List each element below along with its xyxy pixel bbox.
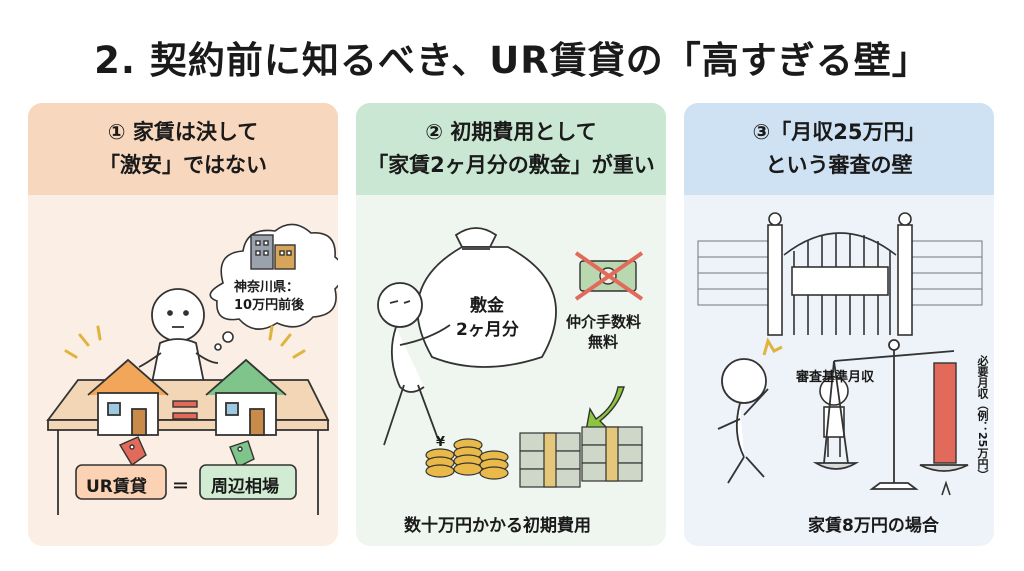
cash-stacks-icon xyxy=(519,426,643,488)
surprise-mark-icon xyxy=(762,337,783,356)
brick-wall xyxy=(697,240,983,306)
panel-1-header-line2: 「激安」ではない xyxy=(99,153,267,177)
gate-sign-text: 審査基準月収 xyxy=(796,370,875,385)
panel-3-caption: 家賃8万円の場合 xyxy=(808,516,939,536)
tag-market-label: 周辺相場 xyxy=(211,477,279,497)
person-figure xyxy=(138,288,219,384)
person-carrying xyxy=(377,282,451,446)
required-income-label: 必要月収（例：25万円） xyxy=(976,355,989,481)
panel-1-header-line1: ① 家賃は決して xyxy=(107,120,259,144)
person-jumping xyxy=(717,358,769,484)
money-bag-icon xyxy=(416,227,557,368)
banknote-crossed-icon xyxy=(574,251,644,301)
panel-2-header-line2: 「家賃2ヶ月分の敷金」が重い xyxy=(367,153,655,177)
panel-3-header-line2: という審査の壁 xyxy=(765,153,913,177)
panel-1-header: ① 家賃は決して 「激安」ではない xyxy=(28,103,338,195)
panel-income-screening: ③「月収25万円」 という審査の壁 xyxy=(684,103,994,546)
balance-scale-icon xyxy=(812,339,969,490)
coin-symbol: ¥ xyxy=(436,435,446,450)
house-icon-right xyxy=(205,358,287,436)
panel-3-illustration: 審査基準月収 必要月収（例：25万円） 家賃8万円の場合 xyxy=(684,195,994,546)
table-houses-scene xyxy=(46,223,338,515)
panel-initial-cost: ② 初期費用として 「家賃2ヶ月分の敷金」が重い xyxy=(356,103,666,546)
tag-ur-box xyxy=(75,464,167,500)
price-tag-green xyxy=(229,440,255,468)
tag-ur-label: UR賃貸 xyxy=(86,477,147,497)
bag-text-line1: 敷金 xyxy=(470,296,504,316)
required-income-bar xyxy=(933,362,957,464)
house-icon-left xyxy=(87,358,169,436)
building-icon xyxy=(250,234,296,270)
main-title: 2. 契約前に知るべき、UR賃貸の「高すぎる壁」 xyxy=(94,39,930,82)
gate-scale-scene xyxy=(697,212,983,496)
bag-text-line2: 2ヶ月分 xyxy=(456,320,519,340)
money-bag-scene xyxy=(377,227,644,488)
price-tag-red xyxy=(118,436,147,467)
fee-text-line1: 仲介手数料 xyxy=(566,313,642,331)
tag-equals: ＝ xyxy=(172,477,189,497)
bubble-text-line1: 神奈川県： xyxy=(234,280,300,295)
sparkle-lines xyxy=(64,325,306,359)
arrow-up-icon xyxy=(941,480,951,496)
tag-market-box xyxy=(199,464,297,500)
thought-bubble xyxy=(209,223,338,351)
panel-2-header-line1: ② 初期費用として xyxy=(425,120,597,144)
panel-2-header: ② 初期費用として 「家賃2ヶ月分の敷金」が重い xyxy=(356,103,666,195)
bubble-text-line2: 10万円前後 xyxy=(234,298,305,313)
person-standing xyxy=(819,376,849,457)
arrow-down-icon xyxy=(585,386,625,432)
fee-text-line2: 無料 xyxy=(588,333,619,351)
panel-3-header: ③「月収25万円」 という審査の壁 xyxy=(684,103,994,195)
equals-icon xyxy=(172,400,198,420)
panel-1-illustration: 神奈川県： 10万円前後 UR賃貸 ＝ 周辺相場 xyxy=(28,195,338,546)
panel-3-header-line1: ③「月収25万円」 xyxy=(752,120,926,144)
panel-rent-not-cheap: ① 家賃は決して 「激安」ではない xyxy=(28,103,338,546)
gate-icon xyxy=(767,212,913,336)
panel-2-illustration: 敷金 2ヶ月分 仲介手数料 無料 ¥ 数十万円かかる初期費用 xyxy=(356,195,666,546)
panel-2-caption: 数十万円かかる初期費用 xyxy=(404,516,591,536)
coin-stacks-icon xyxy=(425,438,509,480)
